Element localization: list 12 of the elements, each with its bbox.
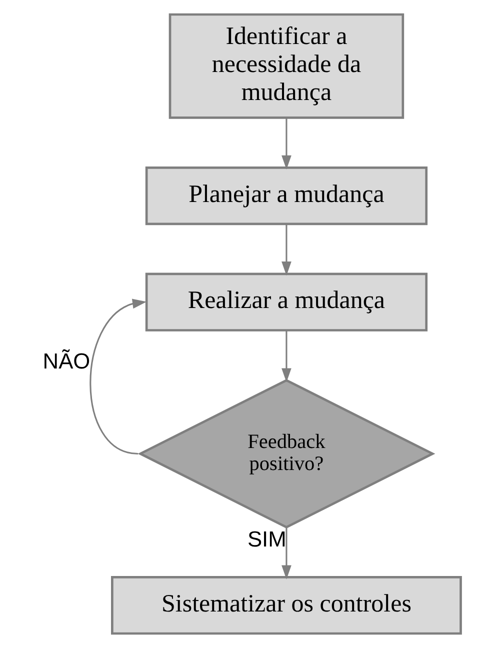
edge-label: SIM [246,526,286,552]
node-box: Sistematizar os controles [110,576,462,635]
arrow [281,527,291,580]
arrow [281,224,291,276]
node-box: Identificar a necessidade da mudança [168,13,404,119]
edge-label: NÃO [42,348,90,374]
arrow [281,118,291,170]
node-box: Realizar a mudança [144,272,428,332]
arrow [281,330,291,382]
node-diamond: Feedback positivo? [137,378,435,529]
arrow [89,298,146,454]
node-box: Planejar a mudança [144,166,428,226]
